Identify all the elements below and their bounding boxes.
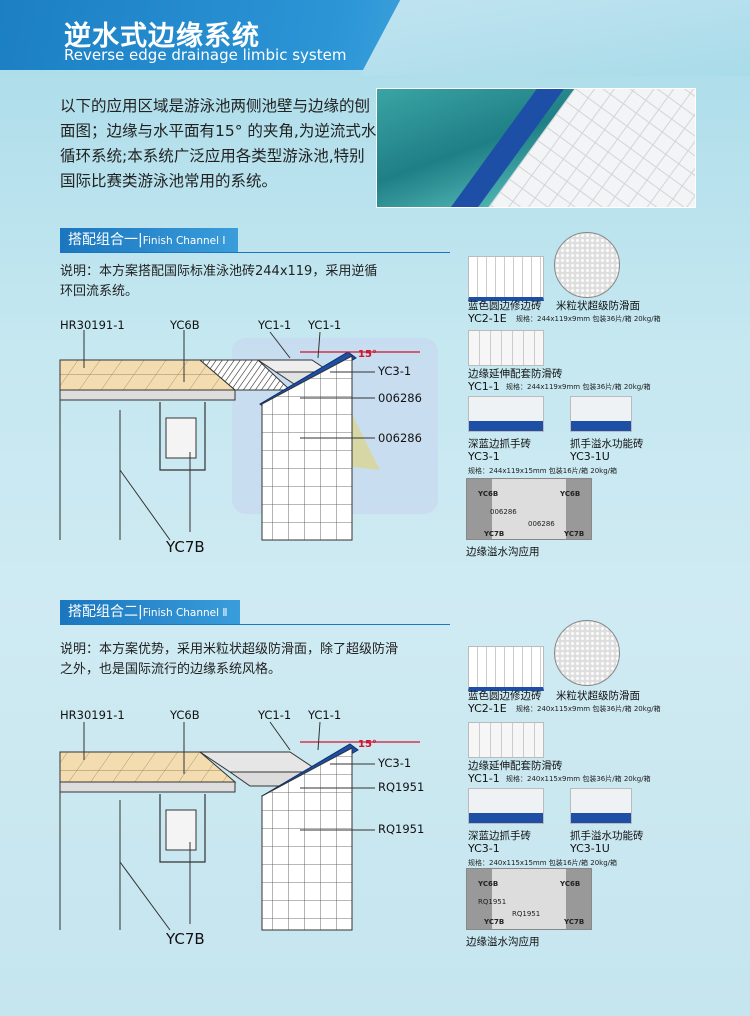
s1-channel-thumbnail [466,478,592,540]
s2-ch-b1: YC7B [484,918,505,926]
intro-paragraph: 以下的应用区域是游泳池两侧池壁与边缘的刨面图；边缘与水平面有15° 的夹角,为逆… [60,97,377,190]
s2-product-overflow-swatch [570,788,632,824]
s1-p3-name: 边缘延伸配套防滑砖 [468,368,563,380]
s2-label-tile1: RQ1951 [378,780,425,794]
s2-product-grip-swatch [468,788,544,824]
deck-slab [59,389,236,401]
s1-ch-b2: YC7B [564,530,585,538]
gutter-channel-2 [159,794,206,863]
s2-channel-caption: 边缘溢水沟应用 [466,936,540,948]
s1-channel-caption: 边缘溢水沟应用 [466,546,540,558]
s2-p3-code: YC1-1 [468,772,500,785]
s1-p5-code: YC3-1U [570,450,610,463]
s2-label-tile2: RQ1951 [378,822,425,836]
gutter-block-2 [165,809,197,851]
s1-p1-code: YC2-1E [468,312,507,325]
concrete-outline [59,400,171,541]
deck-slab-2 [59,781,236,793]
s2-p3-name: 边缘延伸配套防滑砖 [468,760,563,772]
page-subtitle: Reverse edge drainage limbic system [64,46,347,64]
s1-p3-spec: 规格：244x119x9mm 包装36片/箱 20kg/箱 [506,383,651,391]
s2-p4-code: YC3-1 [468,842,500,855]
concrete-outline-2 [59,792,171,931]
s2-label-yc6b: YC6B [170,708,200,722]
section1-tab: 搭配组合一|Finish Channel Ⅰ [60,228,238,252]
leader-yc1b [317,331,321,359]
s2-p45-spec: 规格：240x115x15mm 包装16片/箱 20kg/箱 [468,859,618,867]
s1-label-tile2: 006286 [378,431,422,445]
s1-label-yc6b: YC6B [170,318,200,332]
s2-ch-l: YC6B [478,880,499,888]
section2-divider [60,624,450,625]
gutter-block [165,417,197,459]
s1-product-grip-swatch [468,396,544,432]
section2-description: 说明：本方案优势，采用米粒状超级防滑面，除了超级防滑之外，也是国际流行的边缘系统… [60,642,399,677]
s1-label-angle: 15° [358,349,377,360]
s2-product-extension-swatch [468,722,544,758]
page-title: 逆水式边缘系统 [64,21,260,52]
gutter-channel [159,402,206,471]
s2-channel-thumbnail [466,868,592,930]
s2-ch-t2: RQ1951 [512,910,541,918]
s1-p1-name: 蓝色圆边修边砖 [468,300,542,312]
pool-edge-photo [376,88,696,208]
s1-label-yc1b: YC1-1 [308,318,342,332]
s2-p4-name: 深蓝边抓手砖 [468,830,531,842]
s1-p3-code: YC1-1 [468,380,500,393]
s1-label-yc7b: YC7B [166,538,205,556]
section1-tab-en: Finish Channel Ⅰ [142,235,226,247]
s1-p4-code: YC3-1 [468,450,500,463]
s2-product-texture-swatch [554,620,620,686]
s2-p3-spec: 规格：240x115x9mm 包装36片/箱 20kg/箱 [506,775,651,783]
s1-p45-spec: 规格：244x119x15mm 包装16片/箱 20kg/箱 [468,467,618,475]
s2-p2-name: 米粒状超级防滑面 [556,690,640,702]
section1-description: 说明：本方案搭配国际标准泳池砖244x119，采用逆循环回流系统。 [60,264,378,299]
s1-ch-t1: 006286 [490,508,517,516]
s2-label-hr: HR30191-1 [60,708,125,722]
s1-product-blue-edge-swatch [468,256,544,301]
s1-p1-spec: 规格：244x119x9mm 包装36片/箱 20kg/箱 [516,315,661,323]
s1-label-tile1: 006286 [378,391,422,405]
section2-tab: 搭配组合二|Finish Channel Ⅱ [60,600,240,624]
pool-wall-tiles [261,355,353,541]
s1-ch-l: YC6B [478,490,499,498]
s2-product-blue-edge-swatch [468,646,544,691]
s2-ch-t1: RQ1951 [478,898,507,906]
s2-ch-b2: YC7B [564,918,585,926]
s2-p5-code: YC3-1U [570,842,610,855]
s2-p1-code: YC2-1E [468,702,507,715]
s2-label-yc1a: YC1-1 [258,708,292,722]
leader-yc1a [269,331,291,359]
s2-label-yc7b: YC7B [166,930,205,948]
s1-label-yc3: YC3-1 [378,364,412,378]
s1-product-extension-swatch [468,330,544,366]
section2-tab-cn: 搭配组合二 [68,604,138,620]
s1-ch-t2: 006286 [528,520,555,528]
s2-label-yc3: YC3-1 [378,756,412,770]
s1-p5-name: 抓手溢水功能砖 [570,438,644,450]
s1-p2-name: 米粒状超级防滑面 [556,300,640,312]
s1-ch-r: YC6B [560,490,581,498]
section2-tab-en: Finish Channel Ⅱ [142,607,228,619]
s1-product-texture-swatch [554,232,620,298]
leader-yc1b-2 [317,721,321,751]
s1-ch-b1: YC7B [484,530,505,538]
s2-label-angle: 15° [358,739,377,750]
section1-tab-cn: 搭配组合一 [68,232,138,248]
s2-ch-r: YC6B [560,880,581,888]
pool-wall-tiles-2 [261,747,353,931]
s1-label-hr: HR30191-1 [60,318,125,332]
s2-p1-name: 蓝色圆边修边砖 [468,690,542,702]
s2-label-yc1b: YC1-1 [308,708,342,722]
s1-label-yc1a: YC1-1 [258,318,292,332]
s1-product-overflow-swatch [570,396,632,432]
s2-p5-name: 抓手溢水功能砖 [570,830,644,842]
section1-divider [60,252,450,253]
s1-p4-name: 深蓝边抓手砖 [468,438,531,450]
leader-yc1a-2 [269,721,291,751]
s2-p1-spec: 规格：240x115x9mm 包装36片/箱 20kg/箱 [516,705,661,713]
